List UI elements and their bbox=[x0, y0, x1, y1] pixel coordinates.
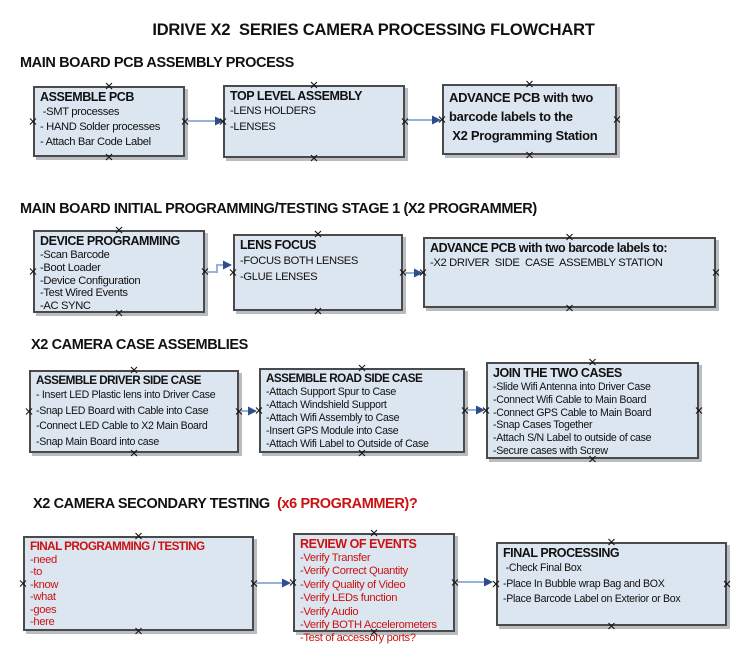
box-title: FINAL PROCESSING bbox=[503, 546, 620, 560]
flow-arrow[interactable] bbox=[241, 406, 257, 416]
box-item: -here bbox=[30, 616, 55, 629]
flow-box-assemble-pcb[interactable]: ASSEMBLE PCB -SMT processes - HAND Solde… bbox=[33, 86, 185, 157]
box-title: DEVICE PROGRAMMING bbox=[40, 234, 180, 248]
box-item: -Verify Quality of Video bbox=[300, 578, 406, 591]
section-heading-case-assemblies: X2 CAMERA CASE ASSEMBLIES bbox=[31, 337, 248, 353]
box-item: -know bbox=[30, 578, 59, 591]
box-item: -Slide Wifi Antenna into Driver Case bbox=[493, 381, 651, 393]
box-item: -Connect GPS Cable to Main Board bbox=[493, 406, 652, 419]
box-item: -GLUE LENSES bbox=[240, 271, 318, 283]
box-item: - Attach Bar Code Label bbox=[40, 136, 151, 148]
box-item: -Test Wired Events bbox=[40, 287, 128, 300]
box-item: -Verify Transfer bbox=[300, 552, 371, 564]
box-item: -Check Final Box bbox=[503, 562, 582, 574]
flow-arrow[interactable] bbox=[467, 405, 485, 415]
flow-box-final-processing[interactable]: FINAL PROCESSING -Check Final Box -Place… bbox=[496, 542, 727, 626]
box-item: -Verify LEDs function bbox=[300, 592, 398, 605]
box-item: -Connect LED Cable to X2 Main Board bbox=[36, 420, 208, 432]
box-item: -Attach Wifi Label to Outside of Case bbox=[266, 438, 429, 450]
flow-box-assemble-driver-side-case[interactable]: ASSEMBLE DRIVER SIDE CASE - Insert LED P… bbox=[29, 370, 239, 453]
box-item: -Secure cases with Screw bbox=[493, 444, 608, 457]
box-item: -Scan Barcode bbox=[40, 249, 110, 261]
box-title: ASSEMBLE PCB bbox=[40, 90, 134, 104]
box-item: -Attach Wifi Assembly to Case bbox=[266, 412, 400, 424]
flow-arrow[interactable] bbox=[188, 116, 224, 126]
box-item: - HAND Solder processes bbox=[40, 121, 161, 133]
flow-arrow[interactable] bbox=[405, 268, 423, 278]
box-item: -to bbox=[30, 566, 43, 579]
box-item: -LENS HOLDERS bbox=[230, 105, 316, 117]
flow-box-lens-focus[interactable]: LENS FOCUS -FOCUS BOTH LENSES -GLUE LENS… bbox=[233, 234, 403, 311]
box-title: LENS FOCUS bbox=[240, 238, 317, 252]
box-title: ASSEMBLE DRIVER SIDE CASE bbox=[36, 374, 201, 387]
box-item: -what bbox=[30, 591, 56, 604]
box-item: -Verify Correct Quantity bbox=[300, 565, 408, 578]
flow-box-final-programming-testing[interactable]: FINAL PROGRAMMING / TESTING -need -to -k… bbox=[23, 536, 254, 631]
box-item: -Attach Windshield Support bbox=[266, 399, 387, 411]
box-item: X2 Programming Station bbox=[449, 128, 598, 143]
flow-arrow[interactable] bbox=[407, 115, 441, 125]
box-title: JOIN THE TWO CASES bbox=[493, 366, 622, 380]
box-title: REVIEW OF EVENTS bbox=[300, 537, 417, 551]
box-item: -goes bbox=[30, 603, 57, 616]
flow-box-assemble-road-side-case[interactable]: ASSEMBLE ROAD SIDE CASE -Attach Support … bbox=[259, 368, 465, 453]
box-item: -Attach Support Spur to Case bbox=[266, 386, 396, 398]
box-item: -Device Configuration bbox=[40, 274, 141, 287]
flow-arrow[interactable] bbox=[256, 578, 291, 588]
box-title: ADVANCE PCB with two bbox=[449, 90, 593, 105]
flow-arrow[interactable] bbox=[207, 260, 232, 273]
flow-box-top-level-assembly[interactable]: TOP LEVEL ASSEMBLY -LENS HOLDERS -LENSES bbox=[223, 85, 405, 158]
heading-red-part: (x6 PROGRAMMER)? bbox=[273, 496, 418, 512]
flow-box-device-programming[interactable]: DEVICE PROGRAMMING -Scan Barcode -Boot L… bbox=[33, 230, 205, 313]
box-item: -Verify BOTH Accelerometers bbox=[300, 619, 437, 632]
box-item: - Insert LED Plastic lens into Driver Ca… bbox=[36, 389, 216, 401]
flow-box-review-of-events[interactable]: REVIEW OF EVENTS -Verify Transfer -Verif… bbox=[293, 533, 455, 644]
flow-box-advance-pcb-driver-side[interactable]: ADVANCE PCB with two barcode labels to: … bbox=[423, 237, 716, 308]
box-item: -AC SYNC bbox=[40, 300, 91, 313]
box-title: ASSEMBLE ROAD SIDE CASE bbox=[266, 372, 423, 385]
box-item: -X2 DRIVER SIDE CASE ASSEMBLY STATION bbox=[430, 257, 663, 269]
box-item: -Snap Cases Together bbox=[493, 419, 593, 432]
box-title: TOP LEVEL ASSEMBLY bbox=[230, 89, 362, 103]
box-item: -need bbox=[30, 554, 57, 566]
box-item: -FOCUS BOTH LENSES bbox=[240, 255, 359, 267]
box-item: -Test of accessory ports? bbox=[300, 632, 416, 645]
box-item: -LENSES bbox=[230, 120, 276, 133]
flow-box-join-the-two-cases[interactable]: JOIN THE TWO CASES -Slide Wifi Antenna i… bbox=[486, 362, 699, 459]
flow-arrow[interactable] bbox=[457, 577, 493, 587]
box-item: -Place Barcode Label on Exterior or Box bbox=[503, 593, 681, 605]
box-title: ADVANCE PCB with two barcode labels to: bbox=[430, 241, 668, 255]
box-item: -Insert GPS Module into Case bbox=[266, 425, 399, 437]
box-item: barcode labels to the bbox=[449, 109, 573, 124]
box-item: -Boot Loader bbox=[40, 261, 101, 274]
section-heading-pcb-assembly: MAIN BOARD PCB ASSEMBLY PROCESS bbox=[20, 55, 294, 71]
box-title: FINAL PROGRAMMING / TESTING bbox=[30, 540, 205, 553]
box-item: -Verify Audio bbox=[300, 605, 359, 618]
box-item: -Place In Bubble wrap Bag and BOX bbox=[503, 577, 665, 590]
page-title: IDRIVE X2 SERIES CAMERA PROCESSING FLOWC… bbox=[152, 21, 595, 39]
section-heading-secondary-testing: X2 CAMERA SECONDARY TESTING (x6 PROGRAMM… bbox=[33, 496, 418, 512]
box-item: -Attach S/N Label to outside of case bbox=[493, 432, 652, 445]
box-item: -Snap LED Board with Cable into Case bbox=[36, 404, 209, 417]
heading-black-part: X2 CAMERA SECONDARY TESTING bbox=[33, 496, 274, 512]
box-item: -Connect Wifi Cable to Main Board bbox=[493, 393, 647, 406]
box-item: -Snap Main Board into case bbox=[36, 435, 159, 448]
section-heading-initial-programming: MAIN BOARD INITIAL PROGRAMMING/TESTING S… bbox=[20, 201, 537, 217]
box-item: -SMT processes bbox=[40, 106, 120, 118]
flow-box-advance-pcb-programming-station[interactable]: ADVANCE PCB with two barcode labels to t… bbox=[442, 84, 617, 155]
